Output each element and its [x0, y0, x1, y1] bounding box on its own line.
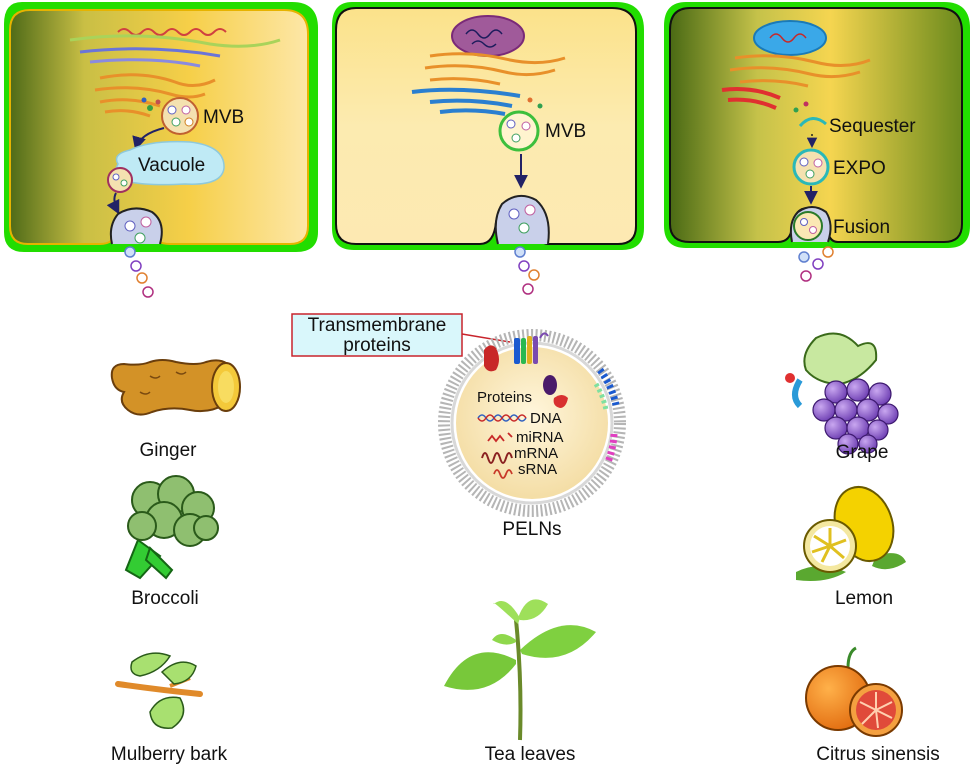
pelns-title: PELNs: [502, 519, 561, 540]
expo-label: EXPO: [833, 158, 886, 179]
arrow-vacuole-to-membrane: [106, 192, 120, 215]
nucleus: [753, 20, 827, 56]
srna-icon: [493, 469, 513, 479]
endoplasmic-reticulum: [721, 87, 781, 110]
mvb-body: [498, 110, 540, 152]
golgi-apparatus: [94, 73, 216, 118]
left-cell-panel: MVB Vacuole: [4, 2, 318, 298]
citrus-sinensis-icon: [805, 646, 903, 737]
ginger-label: Ginger: [139, 440, 197, 461]
cargo-srna: sRNA: [518, 461, 557, 478]
middle-cell-panel: MVB: [332, 2, 644, 295]
fusion-label: Fusion: [833, 217, 890, 238]
left-mvb-label: MVB: [203, 107, 244, 128]
tea-leaves-icon: [444, 599, 596, 741]
right-cell-panel: Sequester EXPO Fusion: [664, 2, 970, 282]
mulberry-bark-icon: [115, 652, 203, 729]
cargo-proteins: Proteins: [477, 389, 532, 406]
grape-icon: [785, 332, 899, 455]
citrus-label: Citrus sinensis: [816, 744, 940, 765]
vacuole-label: Vacuole: [138, 155, 205, 176]
released-vesicles: [124, 246, 154, 298]
lemon-icon: [796, 486, 906, 581]
peln-vesicle: Proteins DNA miRNA mRNA sRNA: [438, 329, 626, 517]
mulberry-label: Mulberry bark: [111, 744, 228, 765]
vacuole: [115, 140, 225, 186]
membrane-protein-icon: [484, 345, 499, 372]
mrna-icon: [481, 452, 513, 464]
mvb-body: [161, 97, 199, 135]
ginger-icon: [110, 359, 241, 416]
plasma-membrane-pocket: [494, 194, 550, 245]
released-vesicles: [798, 246, 834, 282]
sequester-label: Sequester: [829, 116, 916, 137]
mirna-icon: [487, 432, 513, 443]
transmembrane-callout: Transmembrane proteins: [291, 313, 511, 357]
middle-mvb-label: MVB: [545, 121, 586, 142]
lemon-label: Lemon: [835, 588, 893, 609]
transmembrane-protein-icon: [514, 338, 520, 364]
broccoli-icon: [124, 475, 219, 580]
released-vesicles: [514, 246, 540, 295]
cargo-dna: DNA: [530, 410, 562, 427]
grape-label: Grape: [836, 442, 889, 463]
cargo-mrna: mRNA: [514, 445, 558, 462]
endoplasmic-reticulum: [411, 87, 521, 116]
expo-body: [792, 148, 830, 186]
cargo-mirna: miRNA: [516, 429, 564, 446]
protein-icon: [543, 375, 557, 395]
callout-line-1: Transmembrane: [308, 315, 447, 336]
golgi-apparatus: [424, 52, 566, 86]
arrow-mvb-to-vacuole: [132, 127, 165, 151]
tea-label: Tea leaves: [485, 744, 576, 765]
endoplasmic-reticulum: [69, 34, 281, 68]
golgi-apparatus: [729, 54, 871, 88]
callout-line-2: proteins: [343, 335, 411, 356]
plasma-membrane-pocket: [109, 207, 163, 245]
broccoli-label: Broccoli: [131, 588, 199, 609]
sequester-membrane: [798, 117, 827, 128]
